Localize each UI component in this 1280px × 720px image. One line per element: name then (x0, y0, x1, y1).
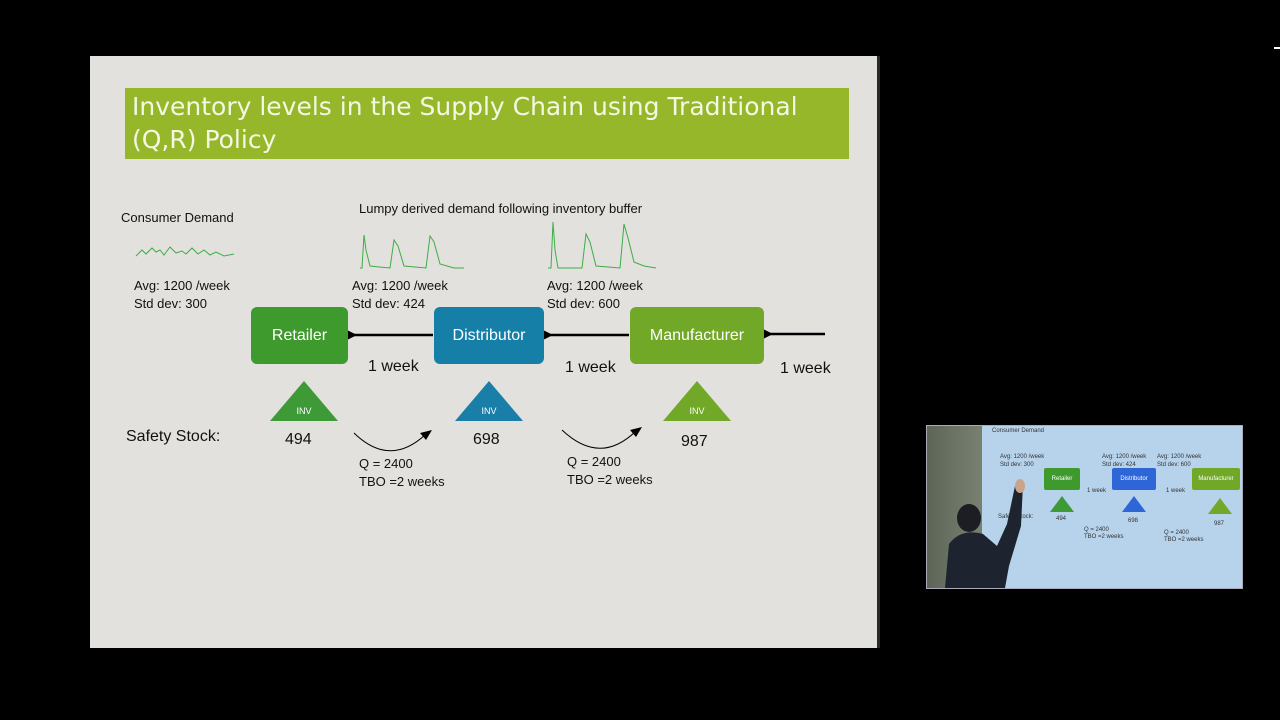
stat-std-1: Std dev: 300 (134, 296, 207, 311)
mini-tbo2: TBO =2 weeks (1164, 537, 1204, 543)
mini-stat3: Avg: 1200 /week (1157, 454, 1202, 460)
presentation-slide: Inventory levels in the Supply Chain usi… (90, 56, 877, 648)
lumpy-demand-label: Lumpy derived demand following inventory… (359, 201, 643, 216)
consumer-demand-wave (135, 246, 235, 257)
order-q-2: Q = 2400 (567, 454, 621, 469)
stat-std-3: Std dev: 600 (547, 296, 620, 311)
consumer-demand-label: Consumer Demand (121, 210, 234, 225)
mini-retailer: Retailer (1044, 468, 1080, 490)
inv-label-1: INV (296, 406, 312, 416)
mini-v2: 698 (1128, 518, 1139, 524)
lead-time-2: 1 week (565, 359, 616, 376)
safety-stock-manufacturer: 987 (681, 433, 708, 450)
mini-std3: Std dev: 600 (1157, 462, 1191, 468)
mini-stat2: Avg: 1200 /week (1102, 454, 1147, 460)
mini-manufacturer: Manufacturer (1192, 468, 1240, 490)
mini-distributor: Distributor (1112, 468, 1156, 490)
inv-label-3: INV (689, 406, 705, 416)
order-q-1: Q = 2400 (359, 456, 413, 471)
stat-avg-1: Avg: 1200 /week (134, 278, 230, 293)
stat-avg-3: Avg: 1200 /week (547, 278, 643, 293)
stat-avg-2: Avg: 1200 /week (352, 278, 448, 293)
mini-week2: 1 week (1166, 488, 1186, 494)
corner-mark (1274, 47, 1280, 49)
distributor-box: Distributor (434, 307, 544, 364)
manufacturer-demand-spikes (548, 221, 657, 269)
lead-time-3: 1 week (780, 360, 831, 377)
mini-v3: 987 (1214, 521, 1225, 527)
slide-title: Inventory levels in the Supply Chain usi… (132, 92, 798, 154)
presenter-figure (945, 479, 1025, 588)
mini-consumer-demand: Consumer Demand (992, 428, 1045, 434)
order-tbo-2: TBO =2 weeks (567, 472, 653, 487)
mini-v1: 494 (1056, 516, 1067, 522)
stat-std-2: Std dev: 424 (352, 296, 425, 311)
distributor-demand-spikes (360, 234, 464, 269)
presenter-webcam: Consumer Demand Avg: 1200 /week Std dev:… (926, 425, 1243, 589)
mini-q1: Q = 2400 (1084, 527, 1109, 533)
inv-label-2: INV (481, 406, 497, 416)
inventory-triangle-retailer (270, 381, 338, 421)
safety-stock-retailer: 494 (285, 431, 312, 448)
flow-arrows (332, 321, 825, 452)
inventory-triangle-distributor (455, 381, 523, 421)
mini-tbo1: TBO =2 weeks (1084, 534, 1124, 540)
title-bar: Inventory levels in the Supply Chain usi… (125, 88, 849, 159)
order-tbo-1: TBO =2 weeks (359, 474, 445, 489)
safety-stock-label: Safety Stock: (126, 428, 221, 445)
lead-time-1: 1 week (368, 358, 419, 375)
safety-stock-distributor: 698 (473, 431, 500, 448)
mini-std1: Std dev: 300 (1000, 462, 1034, 468)
mini-triangles (1050, 496, 1232, 514)
manufacturer-box: Manufacturer (630, 307, 764, 364)
inventory-triangle-manufacturer (663, 381, 731, 421)
retailer-box: Retailer (251, 307, 348, 364)
mini-std2: Std dev: 424 (1102, 462, 1136, 468)
mini-stat1: Avg: 1200 /week (1000, 454, 1045, 460)
mini-q2: Q = 2400 (1164, 530, 1189, 536)
mini-week1: 1 week (1087, 488, 1107, 494)
